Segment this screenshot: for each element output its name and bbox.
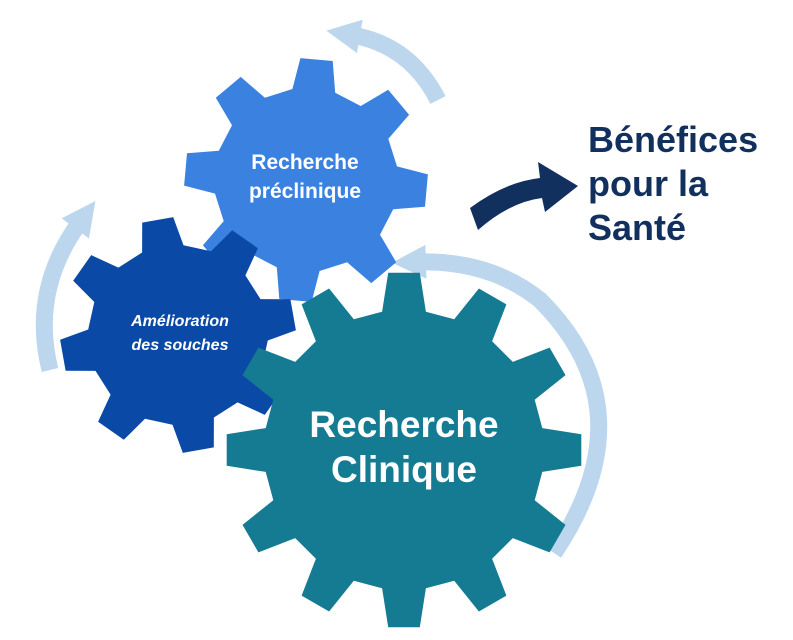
gear-clinical-label: Recherche Clinique: [309, 404, 498, 490]
gear-strains-line-1: Amélioration: [130, 313, 229, 330]
gear-preclinical-line-2: préclinique: [249, 180, 361, 203]
gear-strains-label: Amélioration des souches: [130, 313, 229, 354]
benefit-line-2: pour la: [588, 163, 709, 204]
gear-strains-line-2: des souches: [132, 337, 229, 354]
cycle-arrow-right: [392, 244, 608, 558]
benefit-arrow: [470, 162, 578, 230]
gear-clinical-line-1: Recherche: [309, 404, 498, 445]
benefit-label: Bénéfices pour la Santé: [588, 119, 758, 248]
gear-preclinical-line-1: Recherche: [251, 151, 358, 174]
benefit-line-1: Bénéfices: [588, 119, 758, 160]
benefit-line-3: Santé: [588, 207, 686, 248]
gear-clinical-line-2: Clinique: [331, 449, 477, 490]
gear-strains: [60, 217, 296, 453]
cycle-arrow-left: [35, 201, 96, 373]
gear-clinical: [226, 272, 582, 628]
gear-preclinical-label: Recherche préclinique: [249, 151, 361, 203]
cycle-arrow-top: [326, 19, 446, 105]
